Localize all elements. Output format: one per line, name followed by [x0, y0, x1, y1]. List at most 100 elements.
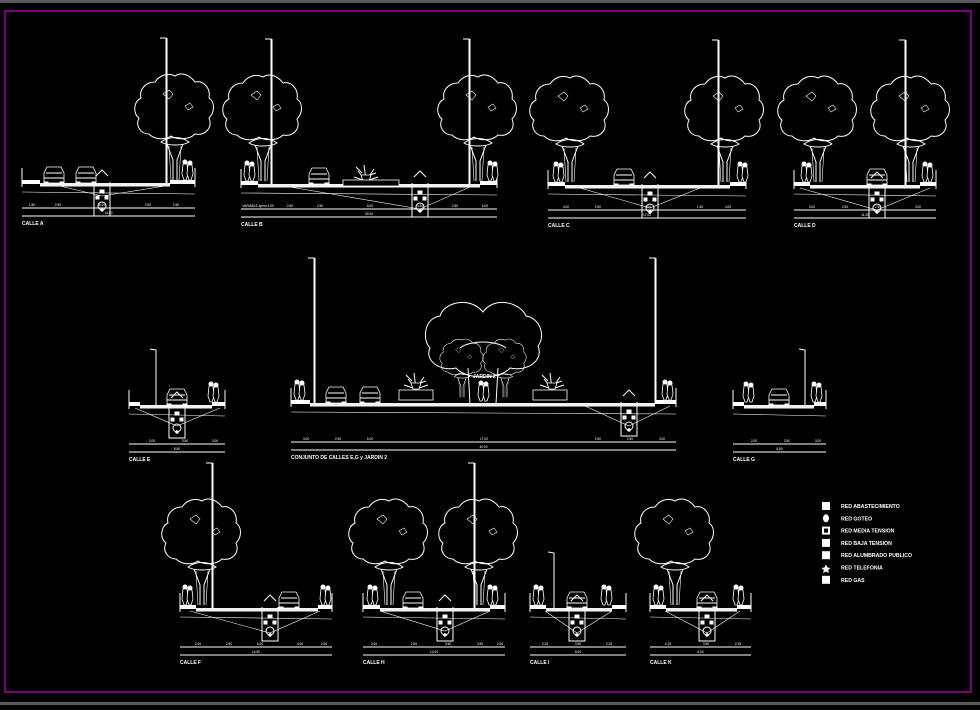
tree-icon [222, 74, 302, 182]
dimension-text: 2.50 [452, 204, 458, 208]
streetlight-icon [711, 39, 720, 186]
streetlight-icon [159, 37, 168, 184]
pedestrian-icon [810, 381, 823, 403]
tree-icon [161, 498, 241, 606]
dimension-text: 3.50 [445, 642, 451, 646]
tree-icon [529, 75, 609, 183]
legend-item-label: RED ALUMBRADO PUBLICO [841, 553, 912, 559]
section-label: CALLE G [733, 457, 755, 463]
dimension-total: 40.00 [480, 445, 488, 449]
car-icon [359, 386, 381, 405]
dimension-text: 2.00 [195, 642, 201, 646]
sidewalk-right [170, 180, 195, 184]
pedestrian-icon [181, 584, 194, 606]
streetlight-icon [648, 257, 657, 404]
pedestrian-icon [293, 379, 306, 401]
pedestrian-icon [477, 380, 490, 402]
drain-slope [379, 610, 491, 632]
car-icon [308, 167, 330, 186]
pedestrian-icon [732, 584, 745, 606]
planter-box [532, 389, 568, 401]
sidewalk-right [318, 605, 332, 609]
road-pavement [546, 608, 612, 611]
car-icon [278, 591, 300, 610]
circle-icon [823, 514, 829, 523]
square-icon [822, 575, 830, 584]
shrub-icon [353, 164, 379, 182]
streetlight-icon [467, 462, 476, 609]
section-label: CALLE I [530, 660, 550, 666]
car-icon [75, 166, 97, 185]
sidewalk-right [490, 605, 505, 609]
dimension-total: 11.00 [861, 213, 869, 217]
dimension-text: 17.00 [480, 437, 488, 441]
streetlight-icon [798, 348, 806, 406]
sidewalk-left [291, 400, 310, 404]
dimension-text: 6.00 [99, 203, 105, 207]
sidewalk-right [655, 400, 676, 404]
subgrade-line [793, 193, 937, 197]
section-label: CALLE A [22, 221, 44, 227]
utility-trench-icon [411, 170, 429, 218]
dimension-text: 2.50 [55, 203, 61, 207]
car-icon [43, 166, 65, 185]
car-icon [768, 388, 790, 407]
dimension-text: 3.00 [809, 205, 815, 209]
dimension-text: 2.50 [627, 437, 633, 441]
subgrade-line [732, 413, 827, 417]
pedestrian-icon [181, 159, 194, 181]
dimension-text: 2.50 [595, 205, 601, 209]
square-icon [822, 551, 830, 560]
legend-item-label: RED MEDIA TENSION [841, 529, 895, 535]
section-label: CALLE D [794, 223, 816, 229]
dimension-text: 2.50 [497, 642, 503, 646]
dimension-text: 2.50 [595, 437, 601, 441]
shrub-icon [539, 372, 565, 390]
dimension-text: 2.50 [335, 437, 341, 441]
sidewalk-left [794, 182, 810, 186]
drain-slope [579, 187, 701, 209]
drain-slope [664, 610, 741, 634]
streetlight-icon [307, 257, 316, 404]
garden-canopy [424, 302, 542, 378]
dimension-text: 2.00 [751, 439, 757, 443]
dimension-text: 3.50 [575, 642, 581, 646]
sidewalk-left [129, 402, 140, 406]
car-icon [402, 591, 424, 610]
section-label: CONJUNTO DE CALLES E,G y JARDIN 2 [291, 455, 387, 461]
sidewalk-right [480, 181, 497, 185]
section-label: CALLE H [363, 660, 385, 666]
dimension-text: 4.50 [417, 204, 423, 208]
dimension-text: 3.00 [915, 205, 921, 209]
pedestrian-icon [736, 161, 749, 183]
drain-slope [584, 405, 671, 427]
subgrade-line [547, 193, 747, 197]
subgrade-line [240, 192, 498, 196]
dimension-text: 3.50 [182, 439, 188, 443]
sidewalk-right [814, 402, 826, 406]
tree-icon [348, 498, 428, 606]
pedestrian-icon [243, 160, 256, 182]
dimension-text: 3.00 [659, 437, 665, 441]
dimension-text: 5.00 [482, 204, 488, 208]
square-icon [822, 502, 830, 510]
garden-label: JARDIN 2 [473, 374, 496, 380]
drain-slope [544, 610, 613, 634]
car-icon [325, 386, 347, 405]
dimension-total: 8.00 [575, 650, 581, 654]
legend-item-label: RED TELEFONIA [841, 566, 883, 572]
dimension-text: 6.00 [367, 437, 373, 441]
sidewalk-right [730, 182, 746, 186]
pedestrian-icon [921, 161, 934, 183]
road-pavement [140, 405, 212, 408]
subgrade-line [290, 411, 677, 415]
legend-item-label: RED BAJA TENSION [841, 541, 892, 547]
dimension-text: 6.00 [367, 204, 373, 208]
